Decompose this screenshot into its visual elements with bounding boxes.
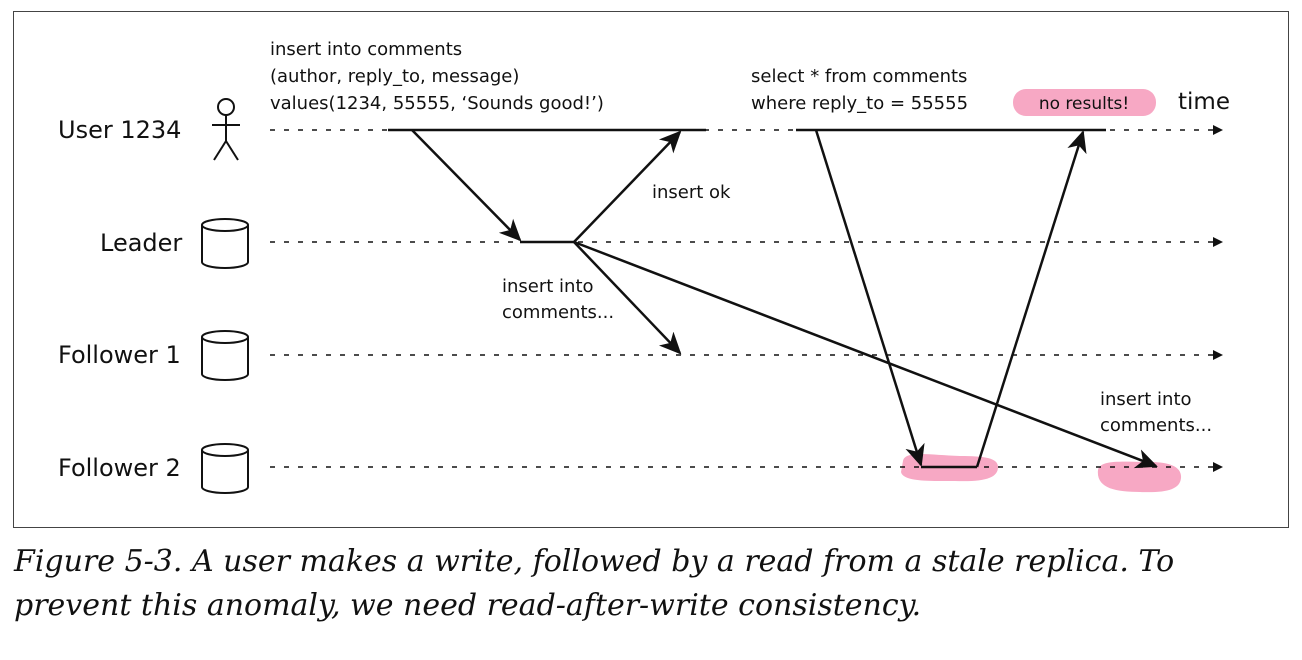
- late-replication-message-label: insert into comments...: [1100, 389, 1212, 436]
- read-response-arrow: [975, 130, 1087, 468]
- replication-message-line: insert into: [1100, 389, 1192, 410]
- figure-caption: Figure 5-3. A user makes a write, follow…: [14, 544, 1175, 623]
- read-query-text: select * from comments where reply_to = …: [751, 66, 973, 114]
- actor-label-leader: Leader: [100, 229, 182, 257]
- write-request-arrow: [411, 129, 522, 242]
- replicate-to-follower2-arrow: [573, 240, 1158, 469]
- write-query-line: insert into comments: [270, 39, 462, 60]
- actor-label-follower1: Follower 1: [58, 341, 181, 369]
- write-query-text: insert into comments (author, reply_to, …: [270, 39, 604, 114]
- replication-message-line: insert into: [502, 276, 594, 297]
- replication-lag-diagram: User 1234 Leader Follower 1 Follower 2: [58, 39, 1230, 494]
- read-query-line: select * from comments: [751, 66, 967, 87]
- write-query-line: values(1234, 55555, ‘Sounds good!’): [270, 93, 604, 114]
- database-icon: [201, 218, 249, 269]
- database-icon: [201, 330, 249, 381]
- replicate-to-follower1-arrow: [573, 241, 682, 355]
- read-query-line: where reply_to = 55555: [751, 93, 968, 114]
- no-results-highlight: [1013, 89, 1156, 116]
- no-results-label: no results!: [1039, 94, 1129, 114]
- replication-message-label: insert into comments...: [502, 276, 614, 323]
- replication-message-line: comments...: [502, 302, 614, 323]
- person-icon: [212, 98, 240, 161]
- actor-label-user: User 1234: [58, 116, 181, 144]
- insert-ok-label: insert ok: [652, 182, 731, 203]
- time-axis-label: time: [1178, 89, 1230, 115]
- late-replication-highlight: [1097, 461, 1182, 493]
- actor-label-follower2: Follower 2: [58, 454, 181, 482]
- read-request-arrow: [814, 129, 925, 467]
- write-query-line: (author, reply_to, message): [270, 66, 519, 87]
- replication-message-line: comments...: [1100, 415, 1212, 436]
- database-icon: [201, 443, 249, 494]
- insert-ok-arrow: [573, 130, 682, 243]
